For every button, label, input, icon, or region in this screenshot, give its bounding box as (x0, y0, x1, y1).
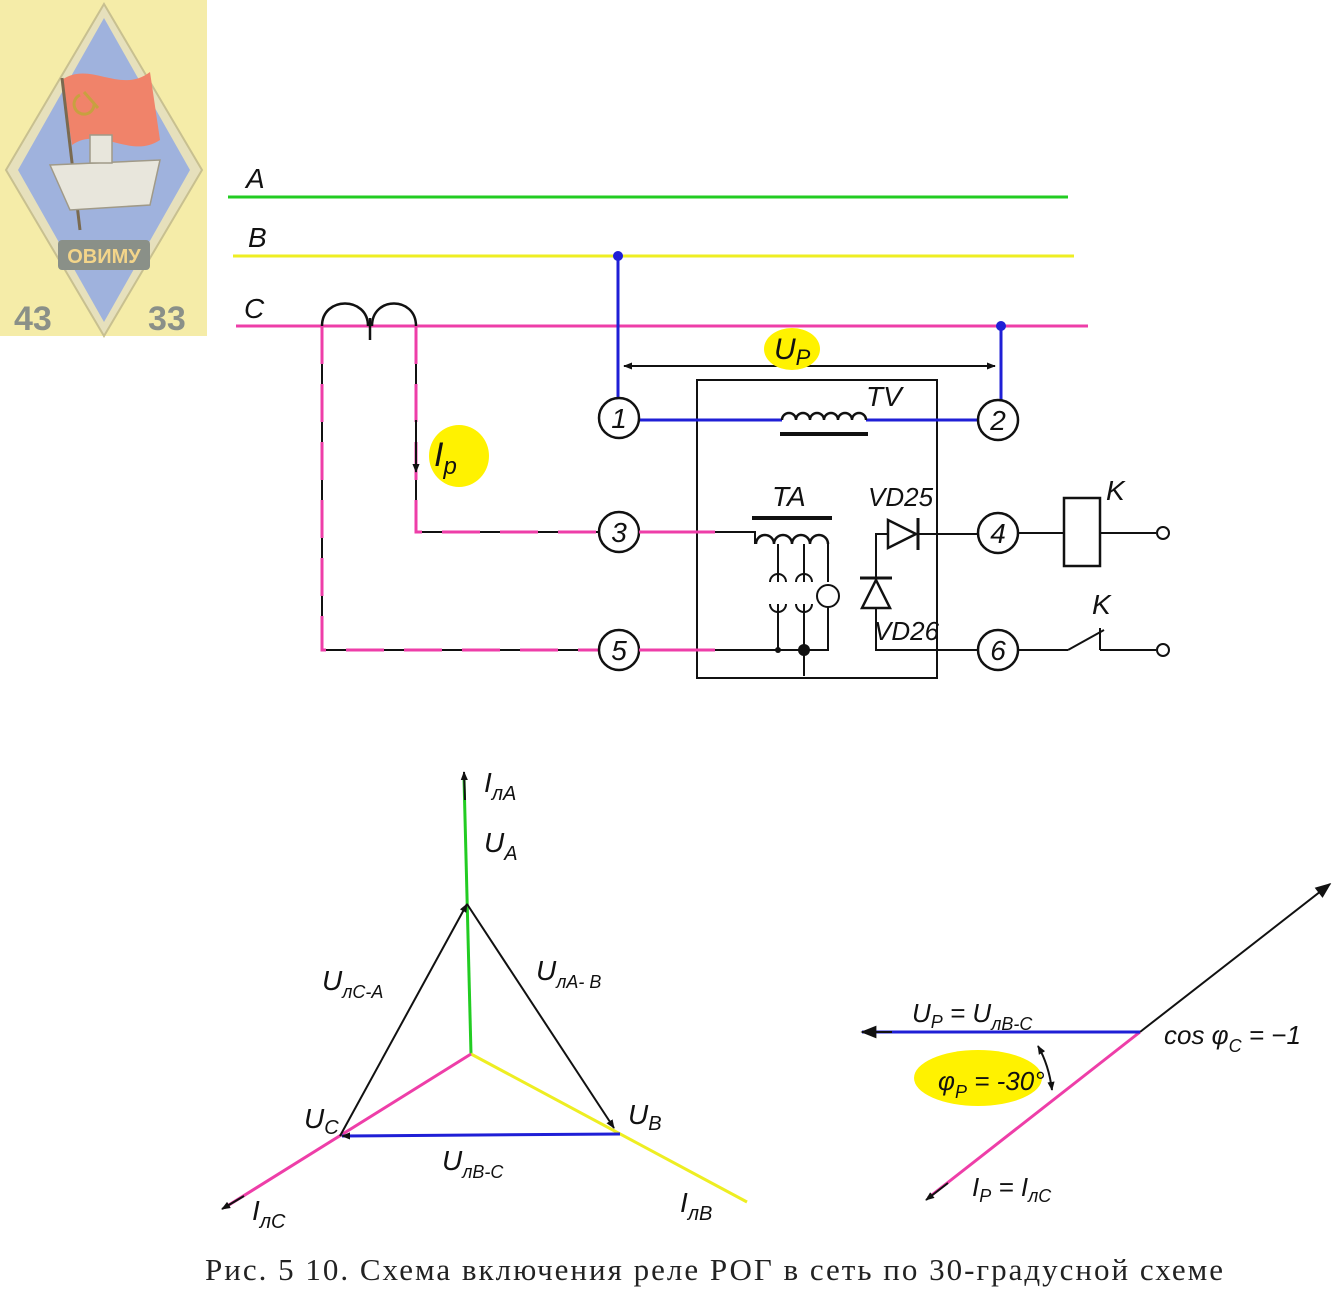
diode-vd25-wire (875, 533, 978, 548)
ta-node-1 (775, 647, 781, 653)
ct-wire-right (415, 326, 598, 533)
k-terminal-bottom (1156, 643, 1170, 657)
phi-label: φP = -30° (938, 1066, 1045, 1102)
resistor-3 (816, 584, 840, 608)
ct-wire-left (321, 326, 598, 651)
logo: ОВИМУ 43 33 (0, 0, 207, 338)
ub-label: UB (628, 1099, 662, 1135)
terminal-2: 2 (976, 398, 1020, 442)
k-label-bottom: K (1092, 589, 1112, 620)
vd26-label: VD26 (874, 616, 940, 646)
terminal-3-label: 3 (611, 517, 627, 548)
terminal-6-label: 6 (990, 635, 1006, 666)
terminal-4-label: 4 (990, 518, 1006, 549)
junction-c (996, 321, 1006, 331)
terminal-6: 6 (976, 628, 1020, 672)
k-label-top: K (1106, 475, 1126, 506)
ila-arrow (460, 771, 468, 801)
figure-caption: Рис. 5 10. Схема включения реле РОГ в се… (205, 1252, 1226, 1287)
diode-vd25-icon (886, 517, 919, 551)
terminal-1-label: 1 (611, 403, 627, 434)
ta-label: TA (772, 481, 806, 512)
ulab-label: UлA- B (536, 955, 601, 992)
ulbc-label: UлB-C (442, 1145, 504, 1182)
terminal-4: 4 (976, 511, 1020, 555)
bus-c-label: C (244, 293, 265, 324)
logo-ship-tower (89, 134, 113, 164)
vector-diagram: IлA UA UлC-A UлA- B UC UB UлB-C IлC IлB (221, 767, 748, 1233)
bus-b-label: B (248, 222, 267, 253)
tv-label: TV (866, 381, 904, 412)
terminal-5-label: 5 (611, 635, 627, 666)
ct-wire-right-pink (414, 326, 598, 534)
ip-label: Ip (434, 436, 457, 480)
ip-phasor (927, 1030, 1141, 1200)
cos-label: cos φC = −1 (1164, 1020, 1301, 1056)
cos-direction-arrow (1139, 883, 1332, 1033)
relay-box (696, 379, 938, 679)
phi-angle-arc (1037, 1045, 1055, 1091)
logo-flag (62, 72, 160, 147)
logo-ship (48, 159, 161, 211)
ct-wire-left-pink (320, 326, 598, 652)
hammer-sickle-icon (72, 91, 100, 116)
current-transformer (320, 302, 418, 327)
relay-k-coil (1062, 496, 1102, 568)
ilc-arrow (221, 1195, 245, 1210)
ulbc-vector (341, 1132, 621, 1140)
circuit-diagram: A B C Ip UP TV 1 (228, 163, 1170, 679)
vd25-label: VD25 (868, 482, 934, 512)
bus-a-label: A (244, 163, 265, 194)
phi-highlight (914, 1050, 1042, 1106)
ua-label: UA (484, 827, 518, 865)
ip-highlight (429, 425, 489, 487)
ulca-label: UлC-A (322, 965, 383, 1002)
uc-label: UC (304, 1103, 339, 1139)
ua-vector (462, 777, 473, 1055)
ilc-label: IлC (252, 1195, 286, 1233)
ta-coil (754, 533, 830, 545)
phasor-detail: UP = UлB-C cos φC = −1 φP = -30° IP = Iл… (860, 883, 1332, 1206)
ip-phasor-arrow (925, 1182, 949, 1201)
ulca-vector (339, 903, 468, 1137)
tv-coil (780, 411, 868, 421)
terminal-5: 5 (597, 628, 641, 672)
ta-leg-3b (780, 607, 829, 651)
logo-name-plate (58, 240, 150, 270)
k-terminal-top (1156, 526, 1170, 540)
logo-number-right: 33 (148, 300, 186, 338)
junction-b (613, 251, 623, 261)
ub-vector (470, 1052, 748, 1204)
ulab-vector (466, 903, 615, 1129)
logo-number-left: 43 (14, 300, 52, 338)
up-eq-label: UP = UлB-C (912, 998, 1033, 1034)
uc-vector (223, 1052, 472, 1210)
relay-k-contact (1067, 629, 1105, 651)
ila-label: IлA (484, 767, 516, 805)
ilb-label: IлB (680, 1187, 712, 1225)
up-label: UP (774, 333, 811, 370)
ip-eq-label: IP = IлC (972, 1172, 1052, 1206)
terminal-3: 3 (597, 510, 641, 554)
terminal-1: 1 (597, 396, 641, 440)
logo-name: ОВИМУ (67, 246, 141, 268)
up-highlight (764, 328, 820, 370)
diode-vd26-icon (859, 577, 893, 610)
diode-vd26-wire (875, 548, 978, 651)
terminal-2-label: 2 (989, 405, 1006, 436)
